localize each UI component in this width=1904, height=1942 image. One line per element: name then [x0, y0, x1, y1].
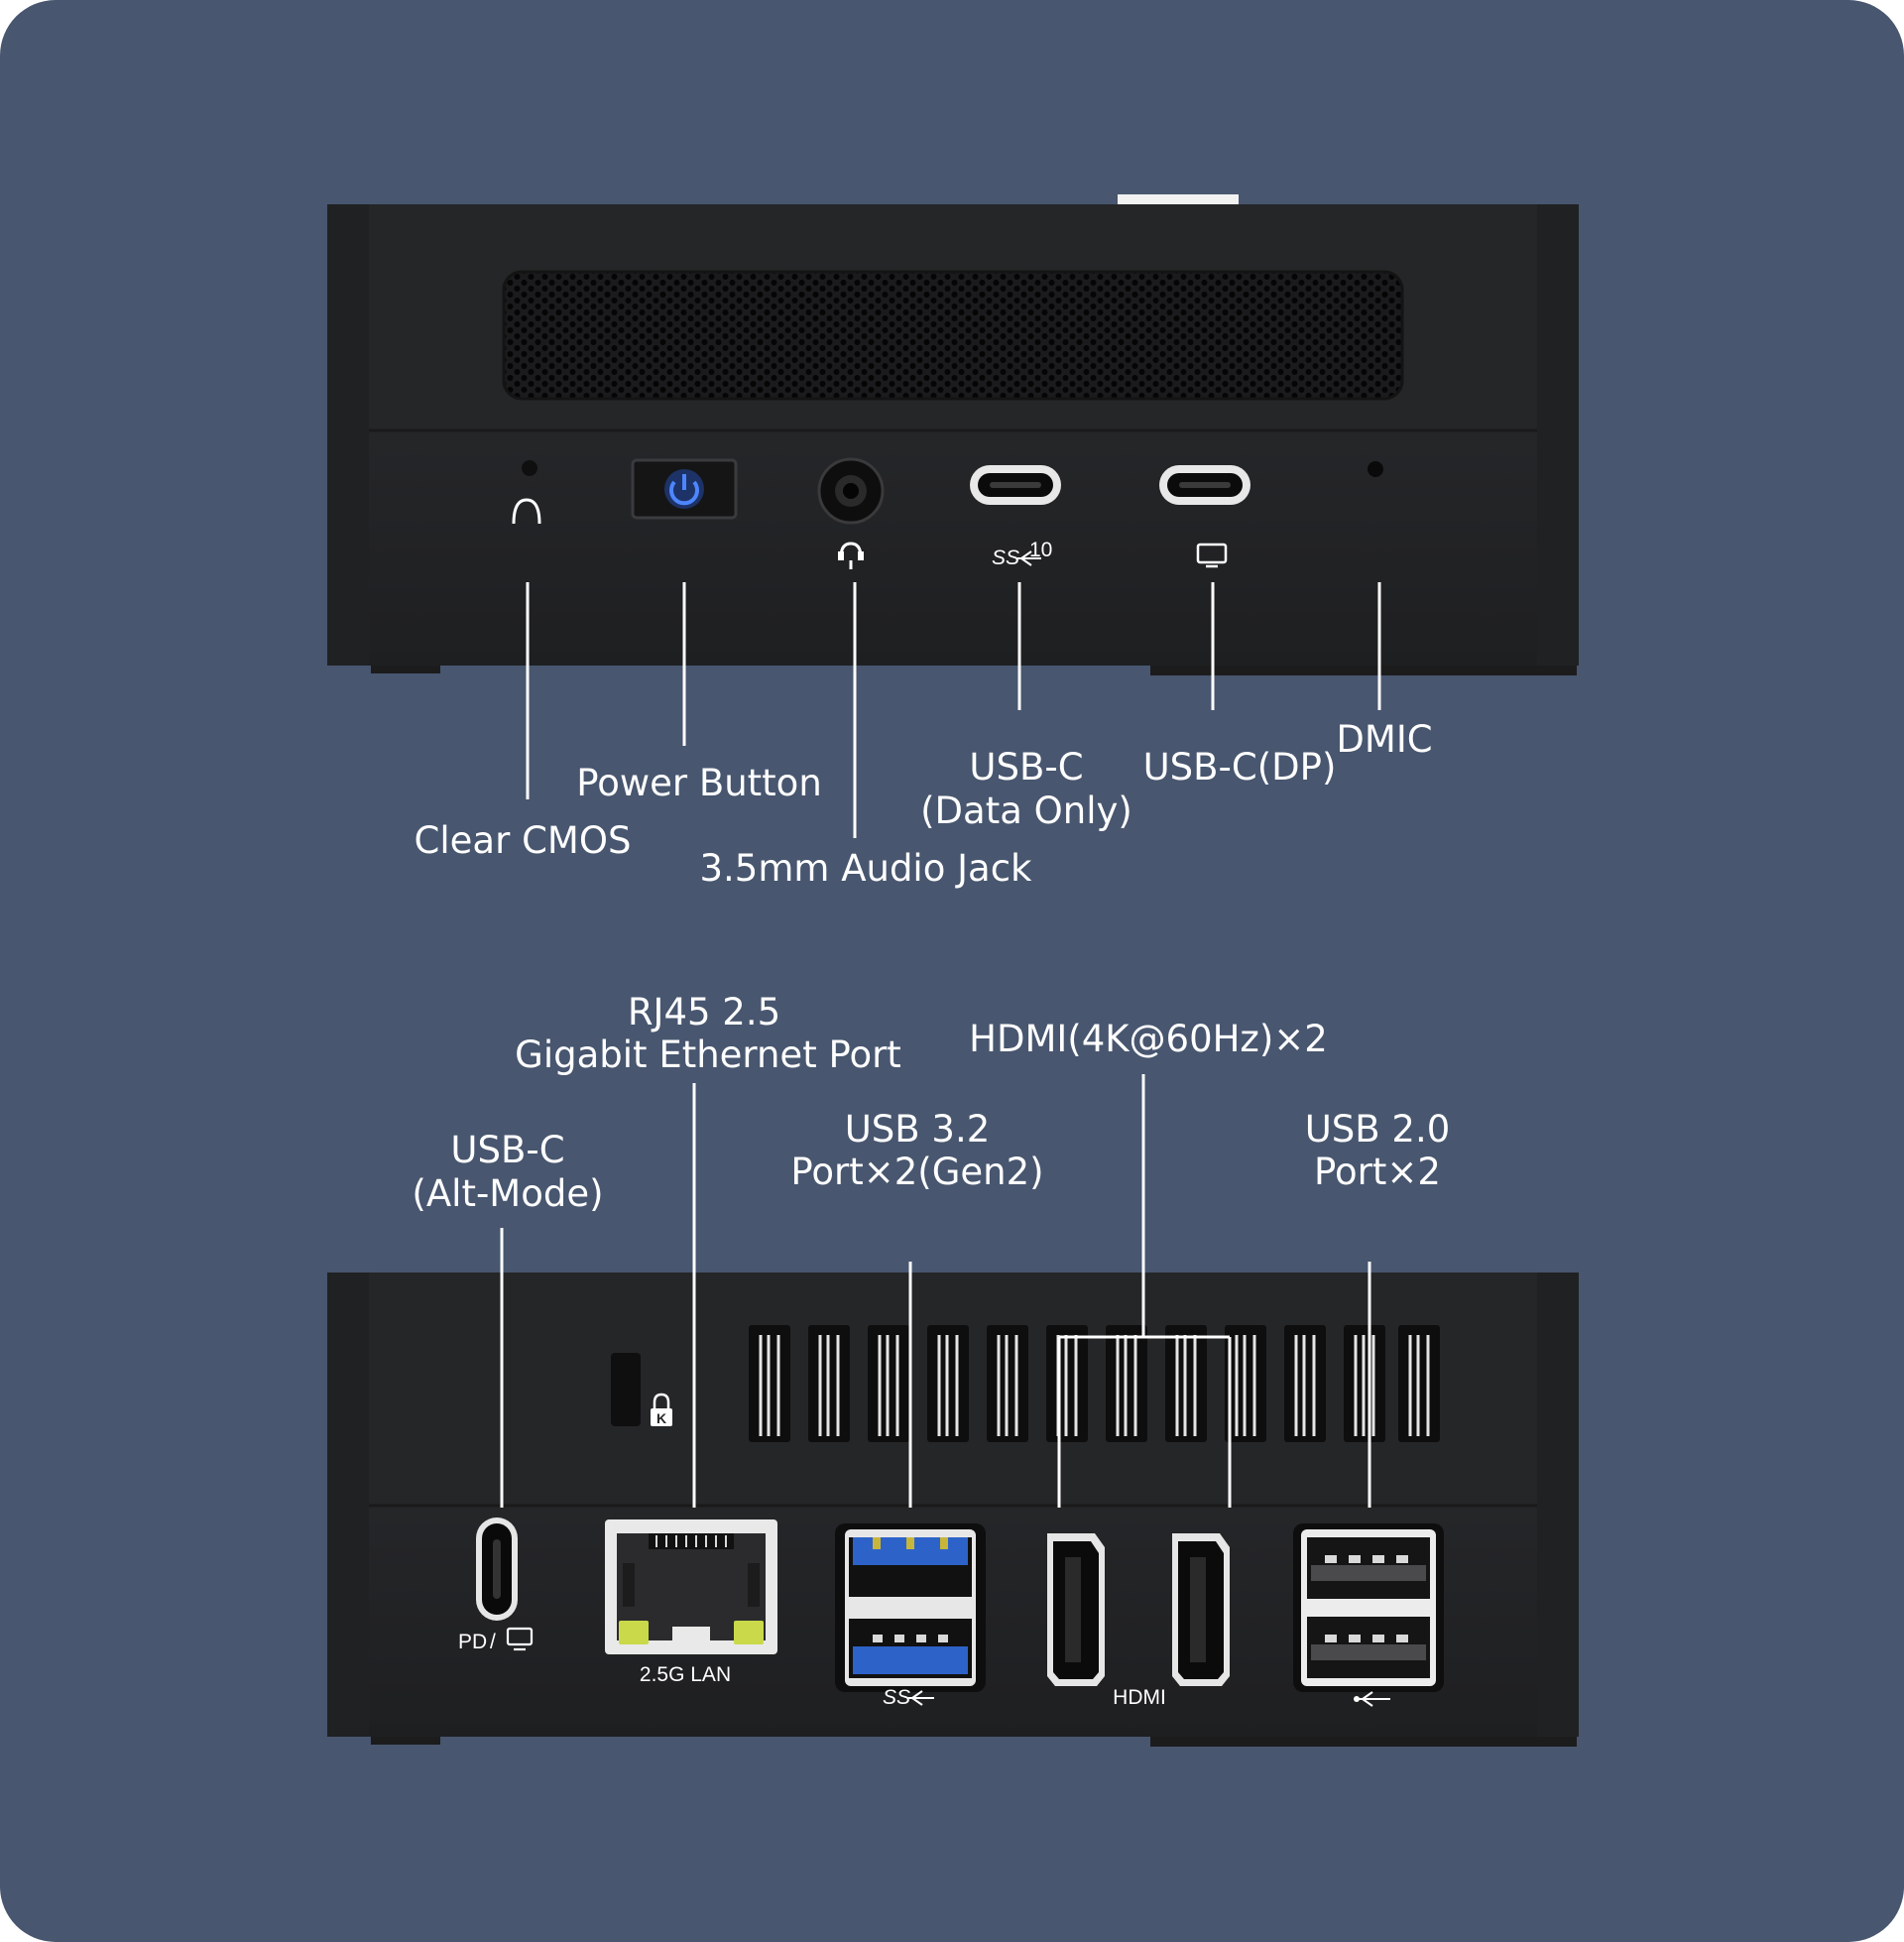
lan-led-left: [619, 1621, 649, 1644]
svg-text:SS: SS: [883, 1686, 910, 1709]
label-usb-c-alt-line2: (Alt-Mode): [412, 1172, 603, 1215]
svg-text:K: K: [656, 1410, 666, 1426]
pd-label: PD: [458, 1631, 487, 1653]
headset-icon: [838, 542, 864, 569]
lan-marking: 2.5G LAN: [640, 1663, 731, 1686]
hdmi-marking: HDMI: [1113, 1686, 1166, 1709]
lan-led-right: [734, 1621, 764, 1644]
label-usb32-line1: USB 3.2: [845, 1108, 991, 1151]
pd-display-marking: PD /: [458, 1627, 534, 1653]
label-power-button: Power Button: [576, 762, 822, 804]
label-rj45-line2: Gigabit Ethernet Port: [515, 1033, 901, 1076]
rear-leader-lines: [500, 1074, 1371, 1508]
label-hdmi: HDMI(4K@60Hz)×2: [969, 1018, 1328, 1060]
power-icon: [669, 474, 699, 506]
hdmi-port-1[interactable]: [1047, 1533, 1105, 1686]
usb-c-alt-port[interactable]: [476, 1517, 518, 1621]
label-clear-cmos: Clear CMOS: [415, 819, 632, 862]
superspeed-icon: SS: [883, 1686, 934, 1709]
usb3-tongue-bottom: [853, 1646, 968, 1674]
label-audio-jack: 3.5mm Audio Jack: [700, 847, 1033, 890]
usb-icon: [1354, 1691, 1390, 1707]
kensington-slot[interactable]: [611, 1353, 641, 1426]
rear-device: K PD / 2.5G LAN: [327, 1273, 1579, 1747]
rear-vent-slots: [749, 1325, 1440, 1442]
label-usb-c-data-line2: (Data Only): [920, 789, 1132, 832]
reset-icon: [512, 498, 541, 525]
label-usb20-line1: USB 2.0: [1305, 1108, 1451, 1151]
clear-cmos-hole: [522, 460, 537, 476]
usb-c-dp-port[interactable]: [1159, 465, 1250, 505]
label-usb-c-alt-line1: USB-C: [450, 1129, 564, 1171]
svg-text:SS: SS: [992, 546, 1019, 569]
monitor-icon: [1196, 543, 1228, 568]
front-callouts: Clear CMOS Power Button 3.5mm Audio Jack…: [415, 718, 1433, 890]
usb-3-2-ports[interactable]: [835, 1523, 986, 1692]
hdmi-port-2[interactable]: [1172, 1533, 1230, 1686]
pd-separator: /: [490, 1631, 496, 1653]
front-device: SS 10: [327, 194, 1579, 675]
kensington-lock-icon: K: [651, 1393, 672, 1426]
label-usb-c-dp: USB-C(DP): [1143, 746, 1337, 789]
label-usb32-line2: Port×2(Gen2): [790, 1151, 1043, 1193]
label-usb-c-data-line1: USB-C: [969, 746, 1083, 789]
usb-c-data-port[interactable]: [970, 465, 1061, 505]
monitor-icon: [506, 1627, 534, 1651]
label-dmic: DMIC: [1336, 718, 1432, 761]
audio-jack[interactable]: [817, 457, 885, 525]
rj45-port[interactable]: [605, 1519, 777, 1654]
label-rj45-line1: RJ45 2.5: [628, 991, 780, 1033]
usb-2-0-ports[interactable]: [1293, 1523, 1444, 1692]
label-usb20-line2: Port×2: [1314, 1151, 1441, 1193]
power-button[interactable]: [631, 458, 738, 520]
superspeed-10-icon: SS 10: [992, 539, 1052, 569]
front-leader-lines: [526, 582, 1381, 838]
rear-callouts: USB-C (Alt-Mode) RJ45 2.5 Gigabit Ethern…: [412, 991, 1450, 1215]
dmic-hole: [1368, 461, 1383, 477]
svg-text:10: 10: [1029, 539, 1052, 561]
front-vent-grille: [502, 270, 1404, 401]
